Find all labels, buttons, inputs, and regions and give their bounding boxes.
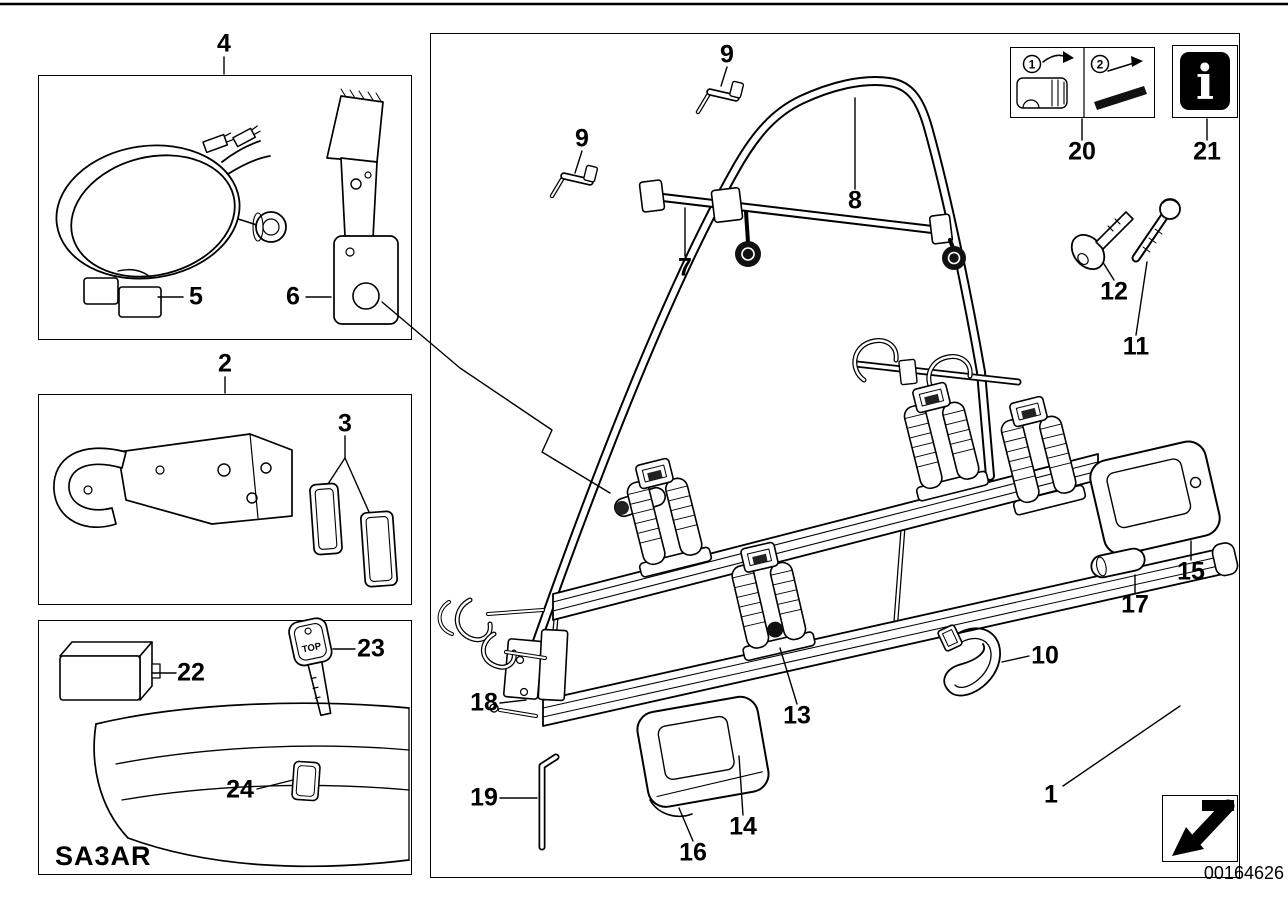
drawing-number: 00164626 [1203, 863, 1284, 883]
wheel-holder-strap-art [719, 536, 817, 662]
callout-6[interactable]: 6 [286, 282, 300, 311]
pictogram-step2-art: 2 [1090, 54, 1147, 110]
callout-12[interactable]: 12 [1100, 277, 1128, 306]
plug-connector-icon [202, 132, 234, 154]
callout-3[interactable]: 3 [338, 409, 352, 438]
model-code: SA3AR [55, 841, 152, 871]
callout-8[interactable]: 8 [848, 186, 862, 215]
parts-arrow-logo [1172, 799, 1235, 856]
callout-15[interactable]: 15 [1177, 557, 1205, 586]
lock-key-art [1070, 211, 1134, 271]
allen-key-art [538, 753, 560, 851]
frame-main-assembly [430, 33, 1240, 878]
frame-electrical-kit [38, 75, 412, 340]
frame-logo [1162, 795, 1238, 862]
callout-22[interactable]: 22 [177, 658, 205, 687]
roller-art [1090, 547, 1146, 579]
callout-14[interactable]: 14 [729, 812, 757, 841]
callout-2[interactable]: 2 [218, 349, 232, 378]
strap-clip-art [552, 165, 598, 196]
pictogram-step1-number: 1 [1029, 58, 1036, 72]
front-rail-art [542, 542, 1239, 727]
frame-pictogram [1010, 47, 1155, 118]
control-module-art [59, 641, 161, 701]
tail-pod-right-art [1089, 440, 1221, 556]
leader-lines [151, 56, 1208, 842]
wheel-holder-art [891, 376, 990, 503]
callout-19[interactable]: 19 [470, 783, 498, 812]
info-icon-glyph: i [1196, 55, 1214, 111]
clamp-knob-icon [735, 241, 761, 267]
trailer-bracket-art [53, 433, 293, 529]
endcap-art [649, 799, 693, 818]
cable-strap-art [937, 624, 1001, 697]
crossbar-art [638, 179, 966, 270]
callout-20[interactable]: 20 [1068, 137, 1096, 166]
callout-23[interactable]: 23 [357, 634, 385, 663]
callout-9a[interactable]: 9 [720, 40, 734, 69]
socket-cover-art [291, 760, 321, 802]
callout-4[interactable]: 4 [217, 29, 231, 58]
key-top-label: TOP [301, 641, 323, 656]
callout-21[interactable]: 21 [1193, 137, 1221, 166]
pictogram-step2-number: 2 [1097, 58, 1104, 72]
callout-11[interactable]: 11 [1122, 332, 1150, 361]
callout-16[interactable]: 16 [679, 838, 707, 867]
callout-9b[interactable]: 9 [575, 124, 589, 153]
bumper-art [93, 702, 410, 868]
info-icon: i [1180, 52, 1230, 111]
carrier-frame-art [515, 75, 995, 695]
frame-info [1172, 45, 1238, 118]
callout-7[interactable]: 7 [678, 253, 692, 282]
clamp-knob-icon [942, 246, 966, 270]
lock-pin-art [1131, 198, 1181, 263]
mount-bracket-art [326, 88, 399, 325]
plug-connector-icon [232, 125, 261, 148]
vehicle-key-art: TOP [288, 617, 333, 717]
callout-5[interactable]: 5 [189, 282, 203, 311]
callout-1[interactable]: 1 [1044, 780, 1058, 809]
callout-13[interactable]: 13 [783, 701, 811, 730]
callout-10[interactable]: 10 [1031, 641, 1059, 670]
frame-vehicle-kit [38, 620, 412, 875]
rail-hinge-art [437, 597, 569, 718]
wiring-harness-art [55, 125, 287, 280]
tail-pod-left-art [636, 695, 770, 808]
callout-18[interactable]: 18 [470, 688, 498, 717]
pictogram-step1-art: 1 [1016, 51, 1074, 109]
frame-bracket-kit [38, 394, 412, 605]
pads-art [309, 482, 398, 588]
adapter-boxes-art [83, 268, 162, 318]
callout-24[interactable]: 24 [226, 775, 254, 804]
callout-17[interactable]: 17 [1121, 590, 1149, 619]
